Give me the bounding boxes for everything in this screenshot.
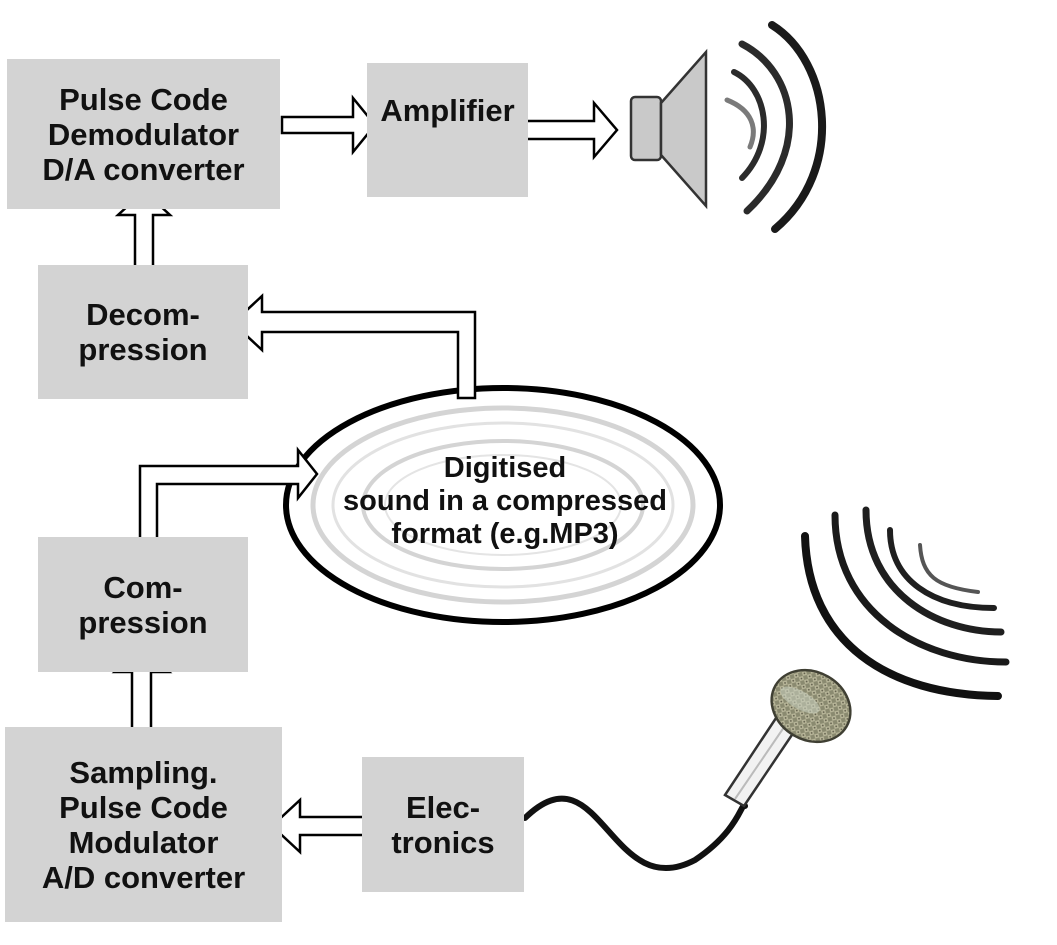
arrow-comp-to-disc	[138, 446, 319, 552]
arrow-demod-to-amplifier	[280, 94, 377, 156]
disc-label: Digitised sound in a compressed format (…	[285, 452, 725, 551]
modulator-line-3: Modulator	[68, 824, 219, 860]
amplifier-label: Amplifier	[380, 93, 515, 128]
compression-line-2: pression	[78, 604, 208, 640]
electronics-box: Elec- tronics	[362, 757, 524, 892]
amplifier-box: Amplifier	[367, 63, 528, 197]
microphone-icon	[723, 668, 852, 808]
compression-line-1: Com-	[103, 569, 183, 605]
disc-icon	[283, 385, 723, 625]
disc-line-1: Digitised	[443, 452, 567, 484]
arrow-elec-to-mod	[270, 797, 367, 855]
decompression-line-1: Decom-	[86, 297, 200, 332]
electronics-line-1: Elec-	[405, 789, 481, 825]
decompression-box: Decom- pression	[38, 265, 248, 399]
sampling-pulse-code-modulator-box: Sampling. Pulse Code Modulator A/D conve…	[5, 727, 282, 922]
decompression-line-2: pression	[78, 332, 208, 367]
arrow-amplifier-to-speaker	[520, 99, 619, 161]
electronics-line-2: tronics	[391, 824, 495, 860]
disc-line-3: format (e.g.MP3)	[391, 518, 619, 550]
demodulator-line-2: Demodulator	[47, 116, 240, 152]
demodulator-line-1: Pulse Code	[59, 81, 228, 117]
modulator-line-2: Pulse Code	[59, 789, 228, 825]
demodulator-line-3: D/A converter	[42, 151, 245, 187]
speaker-sound-waves-icon	[724, 21, 827, 233]
pulse-code-demodulator-box: Pulse Code Demodulator D/A converter	[7, 59, 280, 209]
arrow-disc-to-decomp	[231, 293, 477, 400]
modulator-line-1: Sampling.	[69, 754, 218, 790]
speaker-icon	[629, 48, 708, 210]
compression-box: Com- pression	[38, 537, 248, 672]
modulator-line-4: A/D converter	[41, 859, 246, 895]
disc-line-2: sound in a compressed	[343, 485, 667, 517]
microphone-cable	[522, 795, 748, 871]
microphone-sound-waves-icon	[801, 506, 1010, 700]
